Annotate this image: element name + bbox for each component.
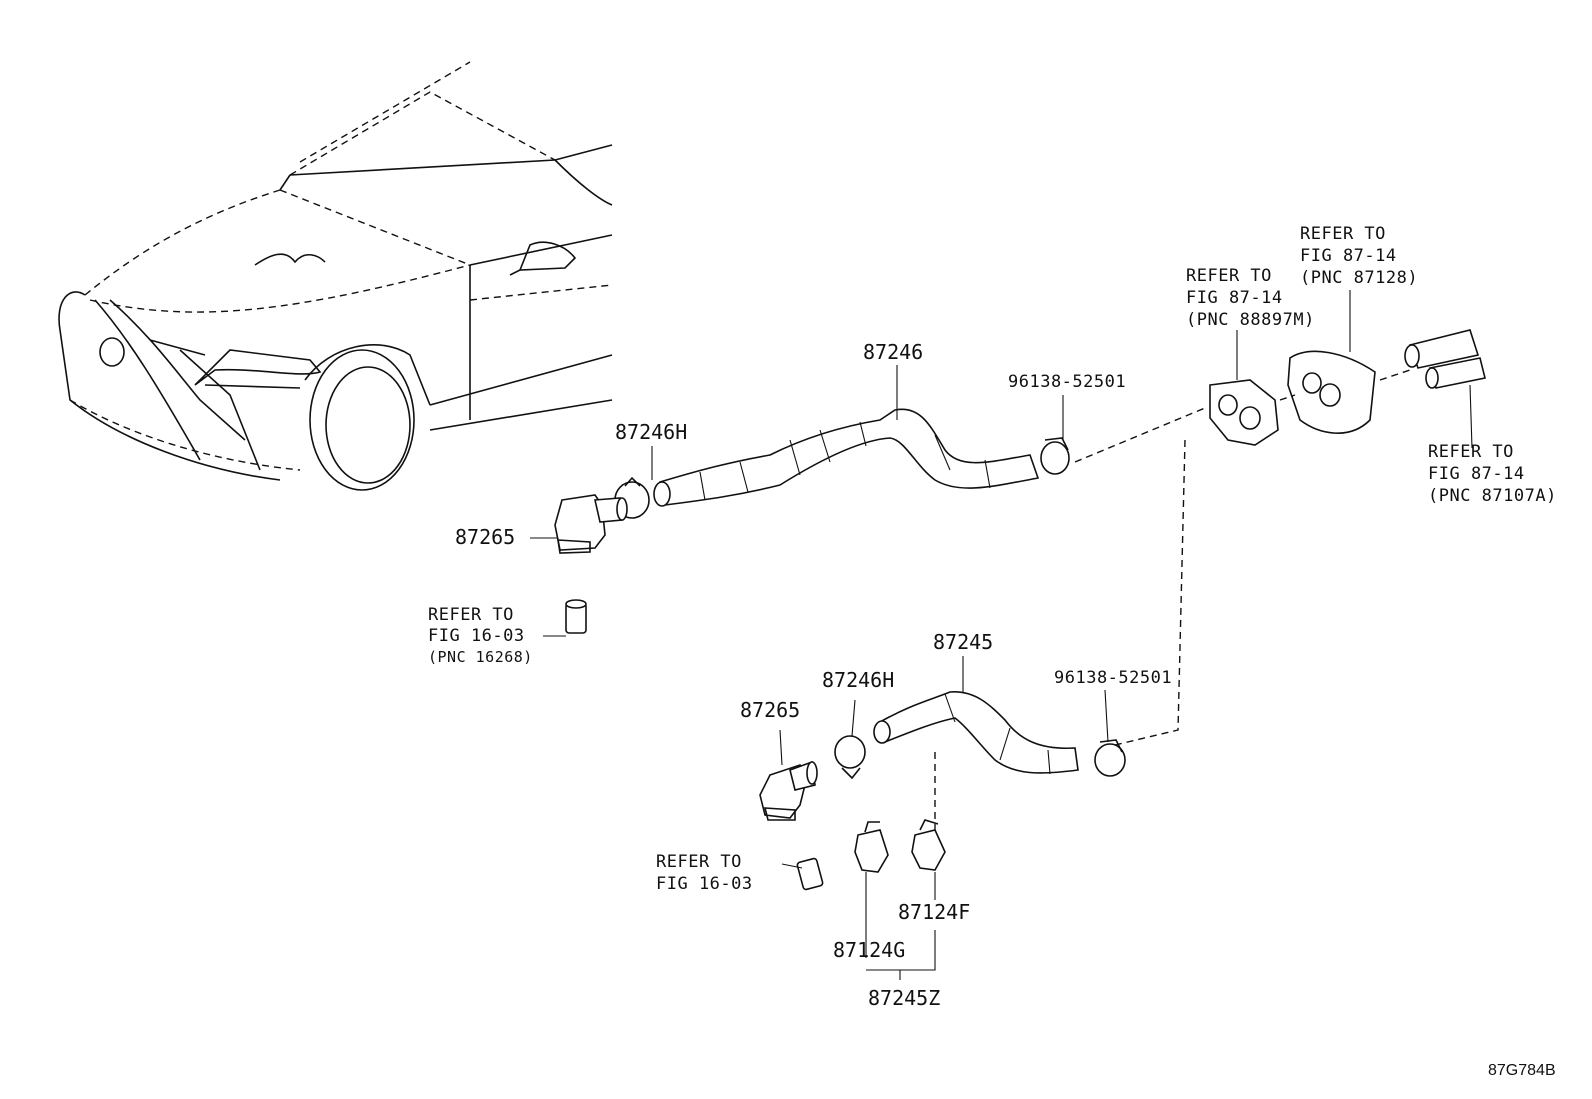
sensor-cylinder-lower (796, 857, 824, 891)
refer-1603-upper-line2[interactable]: FIG 16-03 (428, 626, 525, 646)
label-valve-87265-upper[interactable]: 87265 (455, 525, 516, 549)
clamp-87246h-lower (834, 735, 866, 780)
label-clamp-87246h-lower[interactable]: 87246H (822, 668, 895, 692)
leader-lines (530, 290, 1473, 980)
refer-8714-a-line1[interactable]: REFER TO (1186, 266, 1272, 286)
refer-8714-a-line3[interactable]: (PNC 88897M) (1186, 310, 1315, 330)
refer-1603-lower-line1[interactable]: REFER TO (656, 852, 742, 872)
refer-1603-lower-line2[interactable]: FIG 16-03 (656, 874, 753, 894)
refer-1603-upper-line1[interactable]: REFER TO (428, 605, 514, 625)
label-valve-87265-lower[interactable]: 87265 (740, 698, 801, 722)
bracket-87124f (911, 819, 946, 871)
pipes (1404, 329, 1486, 389)
heater-plate (1287, 350, 1376, 434)
refer-1603-upper-line3[interactable]: (PNC 16268) (428, 648, 533, 666)
hose-87246 (653, 408, 1040, 507)
label-assy-87245z[interactable]: 87245Z (868, 986, 941, 1010)
label-bracket-87124f[interactable]: 87124F (898, 900, 971, 924)
clip-96138-lower (1094, 739, 1126, 777)
bracket-87124g (854, 821, 889, 873)
sensor-cylinder-upper (565, 599, 587, 634)
label-bracket-87124g[interactable]: 87124G (833, 938, 906, 962)
gasket-plate (1209, 379, 1279, 446)
figure-code: 87G784B (1488, 1062, 1556, 1079)
car-outline (58, 61, 613, 491)
refer-8714-b-line1[interactable]: REFER TO (1300, 224, 1386, 244)
refer-8714-a-line2[interactable]: FIG 87-14 (1186, 288, 1283, 308)
valve-87265-upper (554, 494, 628, 554)
clip-96138-upper (1040, 437, 1070, 475)
label-clip-96138-lower[interactable]: 96138-52501 (1054, 668, 1173, 688)
refer-8714-b-line2[interactable]: FIG 87-14 (1300, 246, 1397, 266)
label-hose-87245[interactable]: 87245 (933, 630, 994, 654)
label-clamp-87246h-upper[interactable]: 87246H (615, 420, 688, 444)
hose-87245 (873, 691, 1079, 775)
label-hose-87246[interactable]: 87246 (863, 340, 924, 364)
refer-8714-c-line2[interactable]: FIG 87-14 (1428, 464, 1525, 484)
valve-87265-lower (759, 760, 818, 821)
label-clip-96138-upper[interactable]: 96138-52501 (1008, 372, 1127, 392)
refer-8714-c-line1[interactable]: REFER TO (1428, 442, 1514, 462)
refer-8714-b-line3[interactable]: (PNC 87128) (1300, 268, 1419, 288)
refer-8714-c-line3[interactable]: (PNC 87107A) (1428, 486, 1557, 506)
